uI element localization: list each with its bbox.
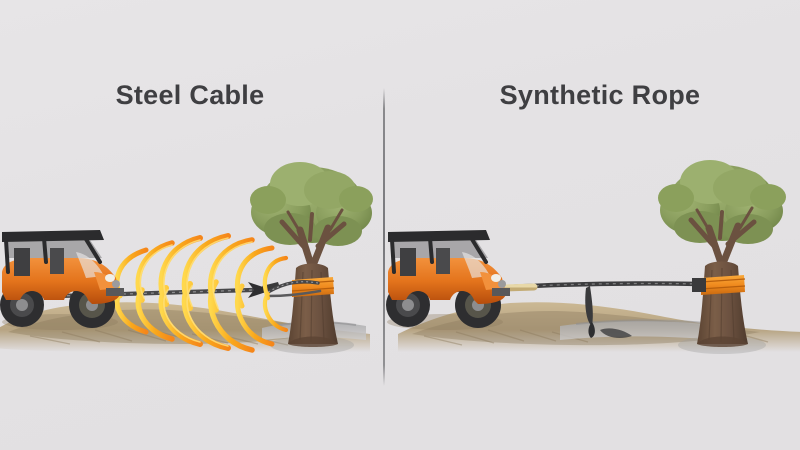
left-utv-roof [2, 230, 104, 242]
right-line-damper [585, 286, 595, 338]
right-tree [658, 160, 786, 354]
right-utv-rollcage [390, 234, 488, 274]
left-tree-trunk [288, 263, 338, 344]
left-snapback-energy-highlights [139, 237, 253, 347]
left-tree-branches [279, 208, 347, 272]
left-panel-scene [0, 162, 373, 354]
right-panel-scene [386, 160, 800, 354]
left-utv-rollcage [4, 234, 102, 274]
right-utv-winch-bumper [492, 288, 510, 296]
panel-divider [383, 88, 385, 386]
right-utv-vehicle [386, 230, 510, 330]
right-tree-strap [700, 275, 746, 295]
right-utv-roof [388, 230, 490, 242]
left-snapback-energy-arcs [114, 233, 289, 353]
right-rope-sleeve [502, 283, 538, 292]
left-panel-label: Steel Cable [115, 80, 265, 110]
left-utv-winch-bumper [106, 288, 124, 296]
left-tree [250, 162, 373, 354]
right-tree-branches [688, 206, 757, 270]
right-panel-label: Synthetic Rope [499, 80, 701, 110]
right-ground-debris [600, 328, 632, 338]
left-utv-vehicle [0, 230, 124, 330]
